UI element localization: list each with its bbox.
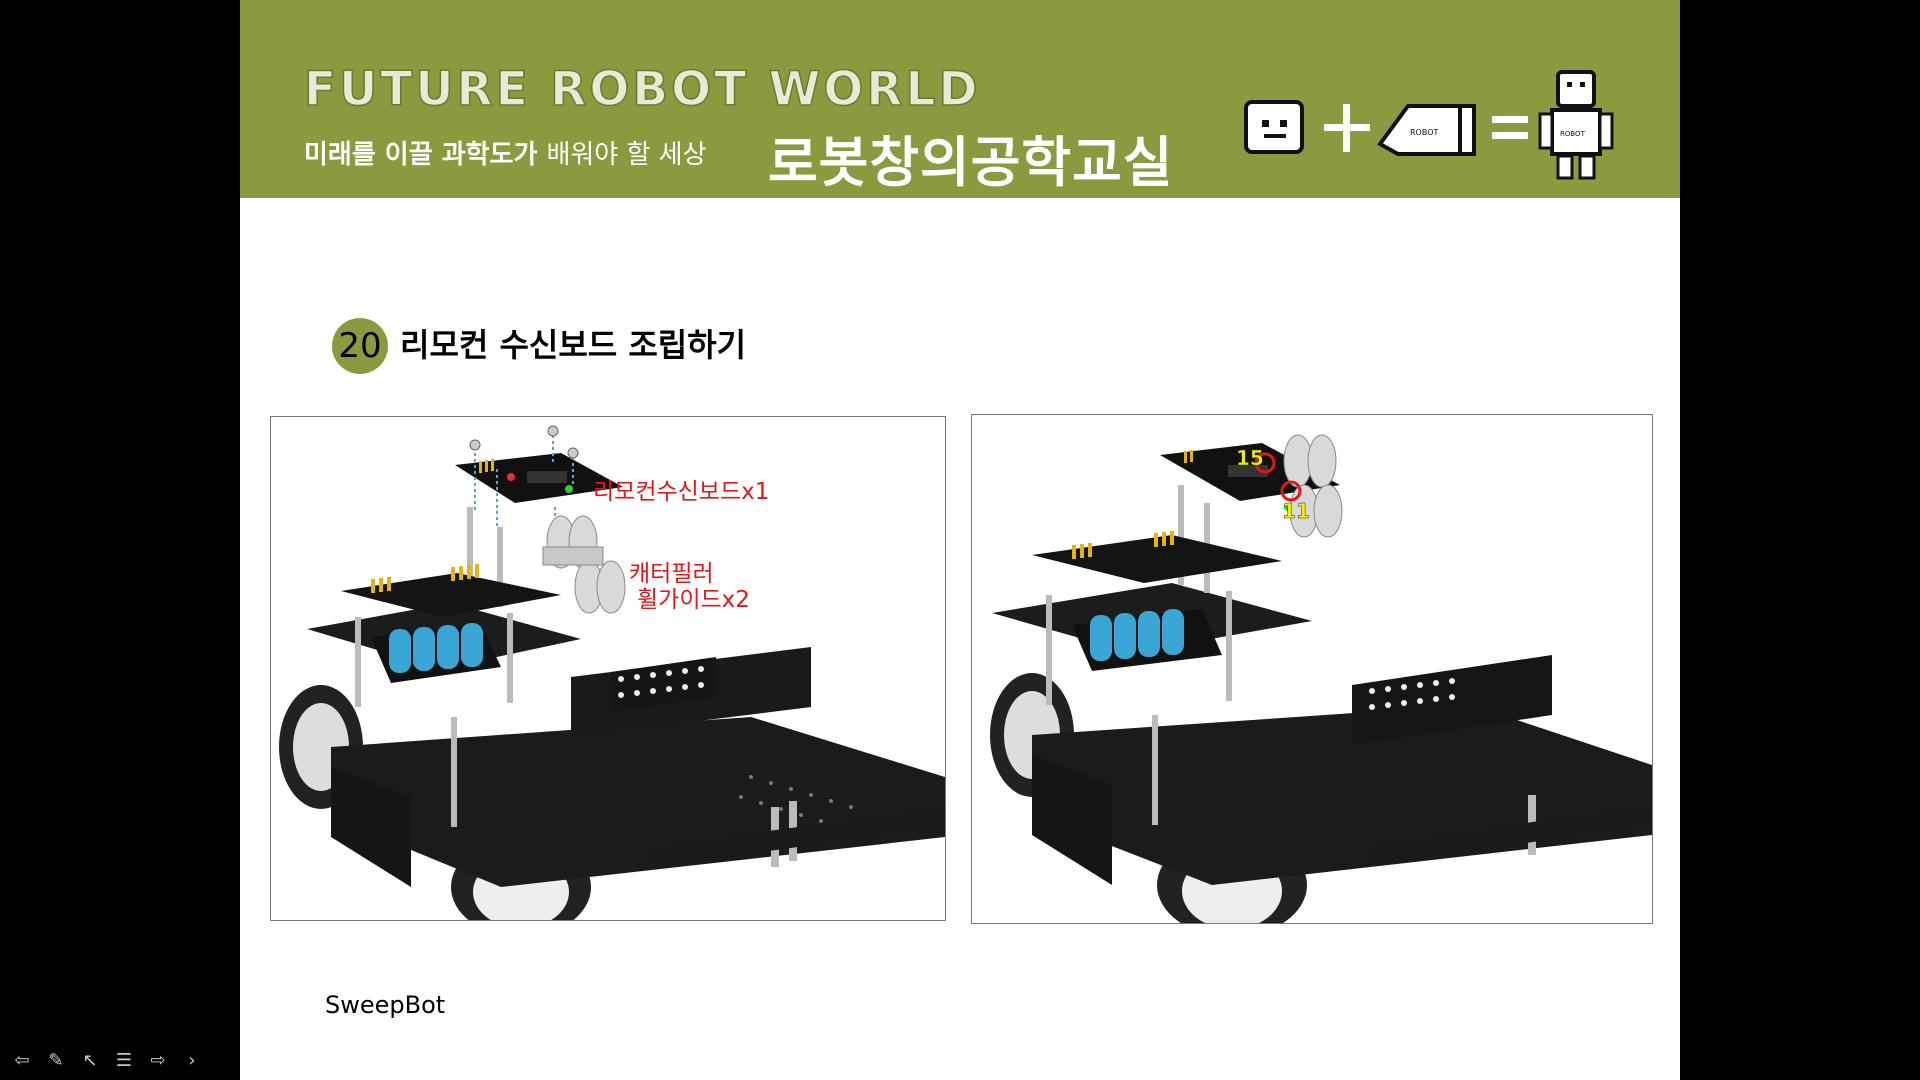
pen-icon[interactable]: ✎ [48,1049,64,1071]
face-icon [1244,100,1304,154]
logo-robot-text: ROBOT [1410,128,1439,137]
step-number-badge: 20 [332,318,388,374]
assembly-figure-left: 리모컨수신보드x1 캐터필러 휠가이드x2 [270,416,946,921]
plus-icon [1324,104,1370,152]
slideshow-controls: ⇦ ✎ ↖ ☰ ⇨ › [10,1048,204,1072]
part-label-11: 11 [1282,499,1310,524]
callout-caterpillar-line2: 휠가이드x2 [637,587,750,613]
tagline-bold: 미래를 이끌 과학도가 [304,140,538,170]
tagline-thin: 배워야 할 세상 [546,140,707,170]
slide: FUTURE ROBOT WORLD 미래를 이끌 과학도가 배워야 할 세상 … [240,0,1680,1080]
robot-icon: ROBOT [1538,70,1614,180]
class-title: 로봇창의공학교실 [768,131,1174,194]
prev-arrow-icon[interactable]: ⇦ [14,1049,30,1071]
logo-robot-text-2: ROBOT [1560,130,1586,138]
equals-icon [1492,116,1528,139]
header-banner: FUTURE ROBOT WORLD 미래를 이끌 과학도가 배워야 할 세상 … [240,0,1680,198]
robot-assembly-illustration-left [279,425,945,920]
callout-receiver-board: 리모컨수신보드x1 [593,479,770,505]
robot-assembly-illustration-right [990,434,1652,923]
step-title: 리모컨 수신보드 조립하기 [400,326,747,364]
assembly-figure-right: 15 11 [971,414,1653,924]
robot-logo: ROBOT ROBOT [1244,70,1614,180]
chevron-right-icon[interactable]: › [188,1049,196,1071]
part-label-15: 15 [1236,446,1264,471]
pointer-icon[interactable]: ↖ [82,1049,98,1071]
arm-part-icon: ROBOT [1377,104,1476,156]
callout-caterpillar-line1: 캐터필러 [629,561,714,587]
next-arrow-icon[interactable]: ⇨ [150,1049,166,1071]
tagline: 미래를 이끌 과학도가 배워야 할 세상 [304,134,707,171]
menu-icon[interactable]: ☰ [115,1049,133,1071]
brand-title: FUTURE ROBOT WORLD [303,61,981,118]
footer-sweepbot: SweepBot [325,991,446,1019]
